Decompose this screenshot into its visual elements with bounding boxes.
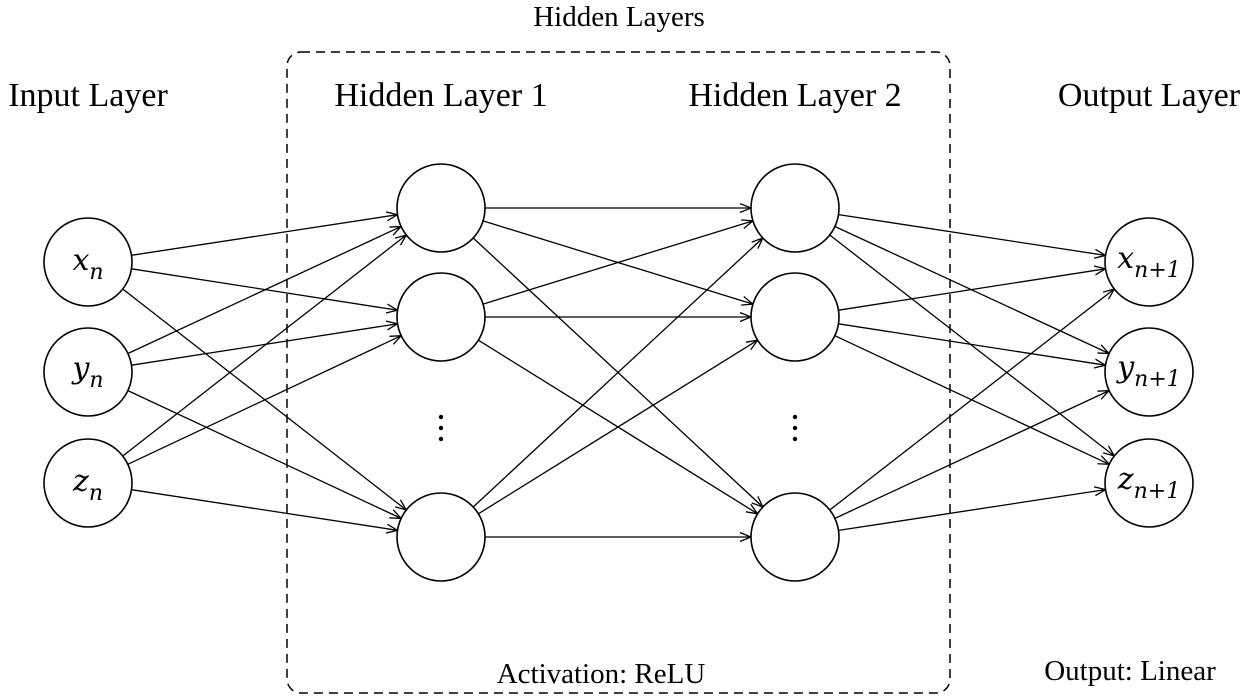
edge-l1-n2-to-n1 [478,340,757,515]
input-node-z-label: zn [72,464,103,506]
activation-note: Activation: ReLU [497,658,706,690]
edge-l0-n1-to-n2 [127,390,401,519]
hidden-1-node-n [396,492,486,582]
output-node-y: yn+1 [1104,327,1194,417]
output-activation-note: Output: Linear [1044,655,1216,687]
hidden-2-node-1 [750,163,840,253]
output-node-y-circle [1104,327,1194,417]
input-node-y-circle [43,327,133,417]
hidden-layers-group-box [286,51,951,694]
edge-l0-n2-to-n0 [122,235,407,457]
hidden-2-ellipsis [792,414,798,442]
edge-l0-n2-to-n2 [131,489,398,531]
edge-l2-n0-to-n2 [829,234,1115,456]
output-layer-title: Output Layer [1058,77,1241,114]
hidden-2-node-2 [750,272,840,362]
connections [122,208,1115,537]
hidden-1-node-1 [396,163,486,253]
edge-l0-n0-to-n0 [131,215,398,256]
hidden-1-node-2 [396,272,486,362]
edge-l0-n2-to-n1 [127,336,401,465]
edge-l2-n2-to-n2 [838,490,1106,532]
edge-l2-n2-to-n1 [834,391,1109,519]
input-node-y-label: yn [70,351,103,393]
edge-l1-n1-to-n0 [482,221,753,305]
input-node-z: zn [43,438,133,528]
input-node-x-label: xn [72,243,103,285]
edge-l1-n2-to-n0 [472,238,763,508]
hidden-2-node-n [750,492,840,582]
edge-l2-n0-to-n0 [838,213,1106,256]
hidden-1-ellipsis [438,414,444,442]
hidden-layer-1-title: Hidden Layer 1 [334,77,547,114]
input-node-x: xn [43,217,133,307]
output-node-x-label: xn+1 [1117,241,1181,283]
output-node-z: zn+1 [1104,438,1194,528]
edge-l2-n2-to-n0 [829,289,1115,511]
hidden-layers-group-title: Hidden Layers [533,1,705,33]
output-node-y-label: yn+1 [1115,350,1181,392]
input-node-y: yn [43,327,133,417]
output-node-x-circle [1104,217,1194,307]
edge-l0-n1-to-n0 [127,227,401,355]
edge-l0-n1-to-n1 [131,324,398,366]
output-node-z-label: zn+1 [1117,462,1180,504]
hidden-layer-2-title: Hidden Layer 2 [688,77,901,114]
output-node-x: xn+1 [1104,217,1194,307]
input-node-z-circle [43,438,133,528]
input-layer-title: Input Layer [8,77,168,114]
input-node-x-circle [43,217,133,307]
output-node-z-circle [1104,438,1194,528]
edge-l2-n1-to-n0 [838,269,1106,311]
edge-l2-n1-to-n1 [838,323,1106,365]
